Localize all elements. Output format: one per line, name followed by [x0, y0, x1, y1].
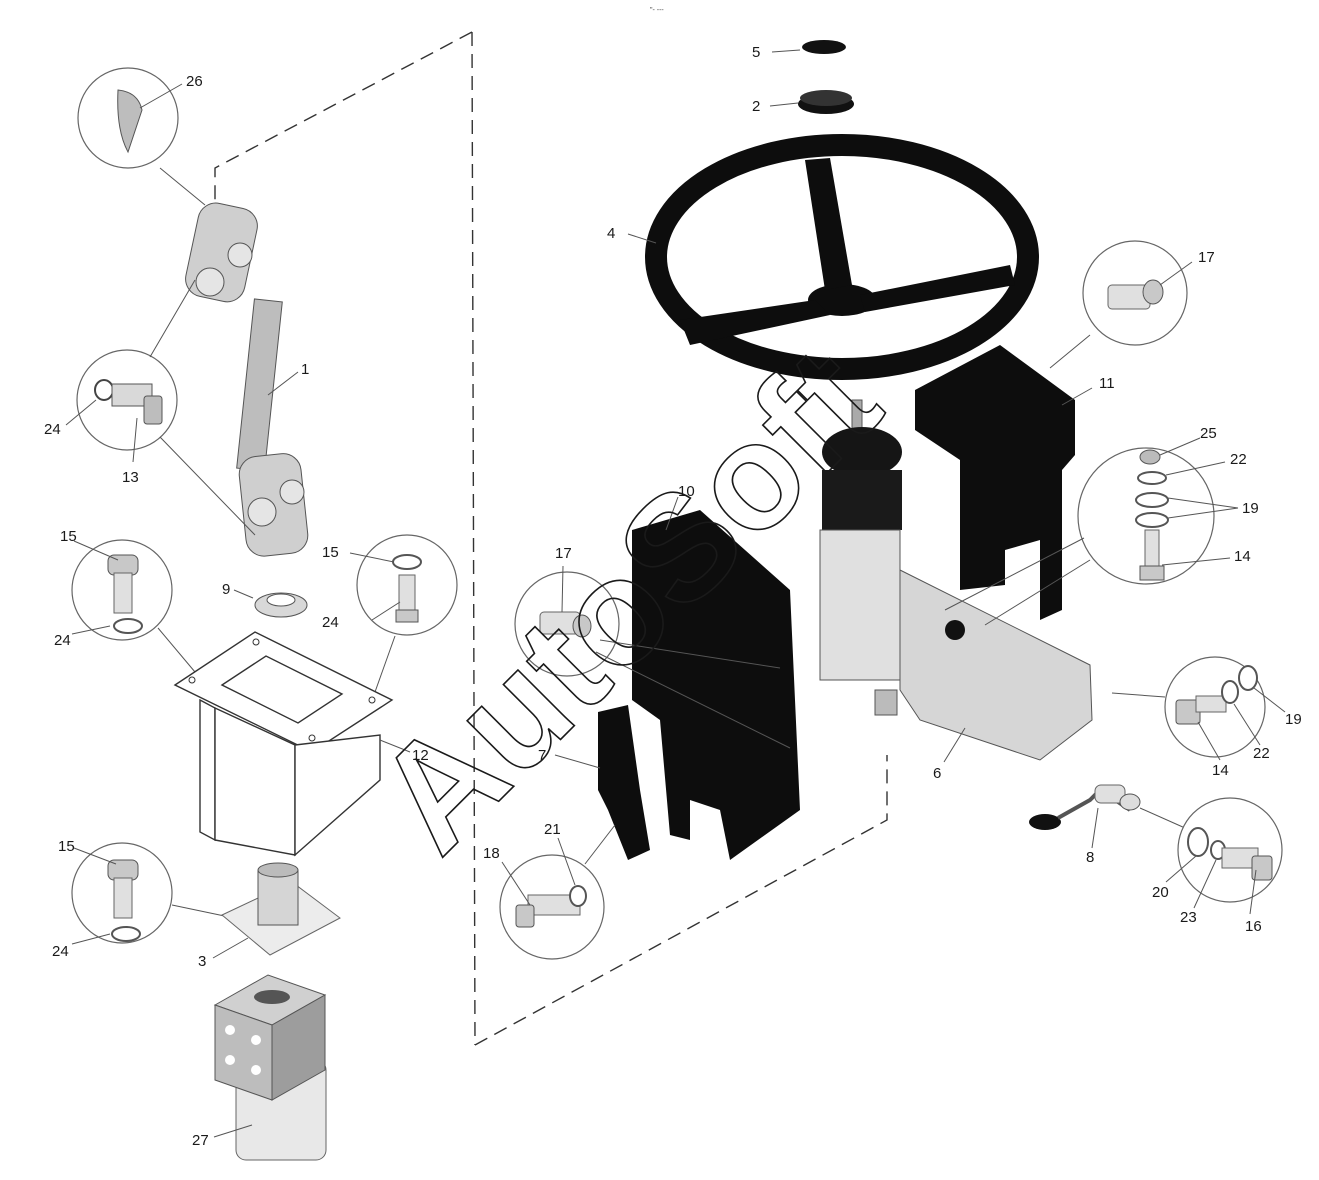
label-20: 20 — [1152, 884, 1169, 901]
detail-circle-13-24: 24 13 — [44, 279, 256, 536]
detail-circle-26: 26 — [77, 67, 206, 206]
detail-circle-14-19-22-25: 25 22 19 14 — [944, 425, 1259, 626]
label-24-d: 24 — [52, 943, 69, 960]
lever-8: 8 — [1029, 784, 1186, 866]
detail-circle-17-lower: 17 — [514, 545, 791, 749]
label-17-a: 17 — [1198, 249, 1215, 266]
label-22-a: 22 — [1230, 451, 1247, 468]
emblem-5: 5 — [752, 40, 846, 61]
label-26: 26 — [186, 73, 203, 90]
label-5: 5 — [752, 44, 760, 61]
label-14-b: 14 — [1212, 762, 1229, 779]
detail-circle-16-20-23: 20 23 16 — [1152, 797, 1283, 935]
label-1: 1 — [301, 361, 309, 378]
label-17-b: 17 — [555, 545, 572, 562]
flange-3: 3 — [198, 862, 341, 970]
label-18: 18 — [483, 845, 500, 862]
detail-circle-15-24-lower: 15 24 — [52, 838, 235, 960]
label-19-a: 19 — [1242, 500, 1259, 517]
guide-line-vertical — [471, 31, 476, 1046]
label-27: 27 — [192, 1132, 209, 1149]
label-12: 12 — [412, 747, 429, 764]
label-6: 6 — [933, 765, 941, 782]
detail-circle-15-24-upper: 15 24 — [54, 528, 196, 673]
guide-line-top — [214, 31, 473, 205]
label-15-a: 15 — [60, 528, 77, 545]
label-24-b: 24 — [54, 632, 71, 649]
panel-11: 11 — [915, 345, 1115, 620]
label-11: 11 — [1099, 375, 1115, 392]
label-19-b: 19 — [1285, 711, 1302, 728]
header-mark: "- --- — [650, 7, 664, 14]
label-10: 10 — [678, 483, 695, 500]
mounting-box-12: 12 — [173, 631, 429, 857]
label-14-a: 14 — [1234, 548, 1251, 565]
label-3: 3 — [198, 953, 206, 970]
steering-column-6: 6 — [819, 399, 1093, 782]
label-2: 2 — [752, 98, 760, 115]
label-16: 16 — [1245, 918, 1262, 935]
label-15-b: 15 — [322, 544, 339, 561]
label-9: 9 — [222, 581, 230, 598]
label-21: 21 — [544, 821, 561, 838]
steering-wheel-4: 4 — [607, 134, 1039, 380]
label-7: 7 — [538, 747, 546, 764]
label-22-b: 22 — [1253, 745, 1270, 762]
label-13: 13 — [122, 469, 139, 486]
guide-line-bottom — [474, 755, 888, 1046]
detail-circle-14-19-22: 14 22 19 — [1111, 656, 1302, 779]
label-23: 23 — [1180, 909, 1197, 926]
cardan-shaft-1: 1 — [185, 202, 309, 557]
label-25: 25 — [1200, 425, 1217, 442]
washer-9: 9 — [222, 581, 308, 618]
label-4: 4 — [607, 225, 615, 242]
panel-10: 10 — [632, 483, 800, 860]
detail-circle-17-upper: 17 — [1049, 240, 1215, 369]
steering-unit-27: 27 — [192, 974, 327, 1161]
label-24-c: 24 — [322, 614, 339, 631]
label-24-a: 24 — [44, 421, 61, 438]
bracket-7: 7 — [538, 705, 650, 860]
label-8: 8 — [1086, 849, 1094, 866]
detail-circle-15-24-right: 15 24 — [322, 534, 458, 693]
label-15-c: 15 — [58, 838, 75, 855]
cap-2: 2 — [752, 90, 854, 115]
detail-circle-18-21: 21 18 — [483, 821, 616, 960]
